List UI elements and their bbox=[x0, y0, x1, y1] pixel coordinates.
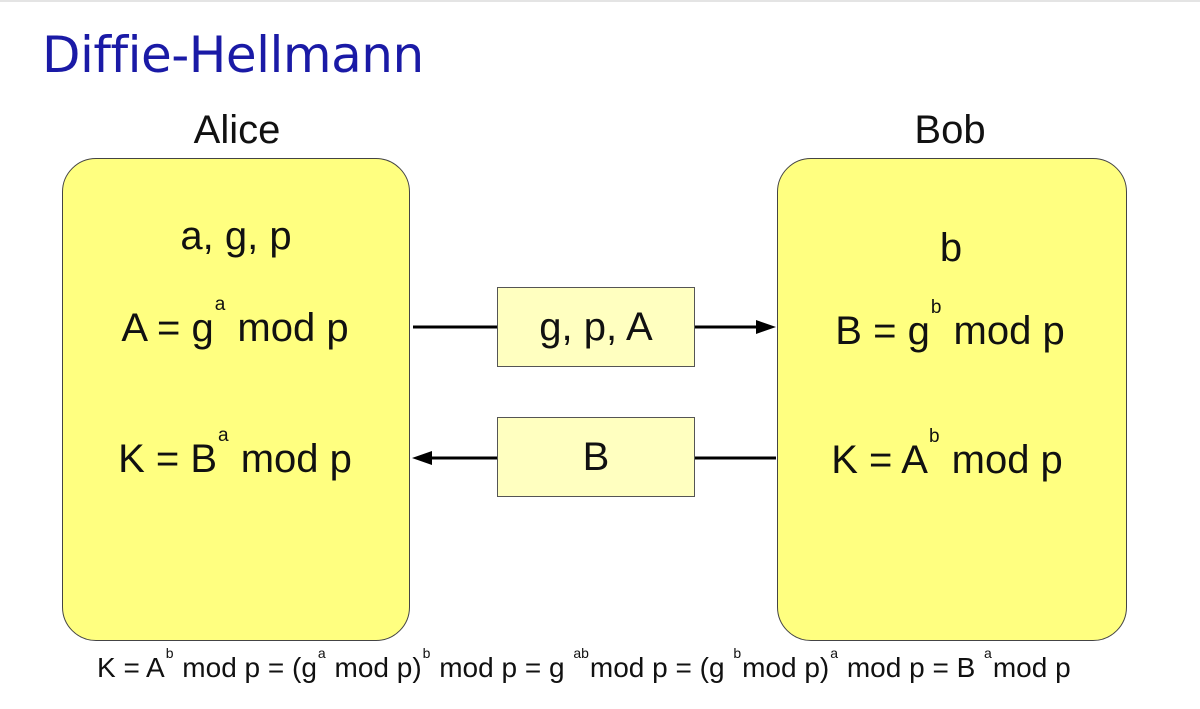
formula-text: mod p = B bbox=[839, 652, 984, 683]
bob-public-value: B = gb mod p bbox=[835, 297, 1065, 353]
message-to-alice: B bbox=[497, 417, 695, 497]
formula-exponent: a bbox=[317, 645, 326, 661]
top-divider bbox=[0, 0, 1200, 2]
formula-text: mod p) bbox=[326, 652, 422, 683]
message-to-bob: g, p, A bbox=[497, 287, 695, 367]
bob-box bbox=[777, 158, 1127, 641]
formula-exponent: a bbox=[830, 645, 839, 661]
formula-exponent: b bbox=[733, 645, 742, 661]
shared-key-derivation: K = Ab mod p = (ga mod p)b mod p = g abm… bbox=[97, 645, 1071, 684]
alice-box bbox=[62, 158, 410, 641]
alice-secret-params: a, g, p bbox=[180, 214, 292, 258]
arrow-to-bob-head bbox=[756, 320, 776, 334]
formula-text: mod p = (g bbox=[589, 652, 733, 683]
formula-exponent: a bbox=[984, 645, 992, 661]
alice-label: Alice bbox=[193, 108, 281, 152]
alice-shared-key: K = Ba mod p bbox=[118, 425, 352, 481]
arrow-to-alice-head bbox=[412, 451, 432, 465]
formula-text: mod p) bbox=[742, 652, 830, 683]
formula-exponent: ab bbox=[573, 645, 589, 661]
bob-secret: b bbox=[939, 226, 963, 270]
message-to-alice-label: B bbox=[582, 434, 610, 479]
formula-text: K = A bbox=[97, 652, 165, 683]
formula-text: mod p = (g bbox=[174, 652, 317, 683]
formula-exponent: b bbox=[422, 645, 431, 661]
alice-public-value: A = ga mod p bbox=[121, 294, 349, 350]
formula-exponent: b bbox=[165, 645, 174, 661]
formula-text: mod p = g bbox=[431, 652, 573, 683]
message-to-bob-label: g, p, A bbox=[539, 304, 653, 349]
formula-text: mod p bbox=[992, 652, 1071, 683]
bob-shared-key: K = Ab mod p bbox=[831, 426, 1063, 482]
slide-title: Diffie-Hellmann bbox=[42, 26, 424, 84]
bob-label: Bob bbox=[914, 108, 986, 152]
